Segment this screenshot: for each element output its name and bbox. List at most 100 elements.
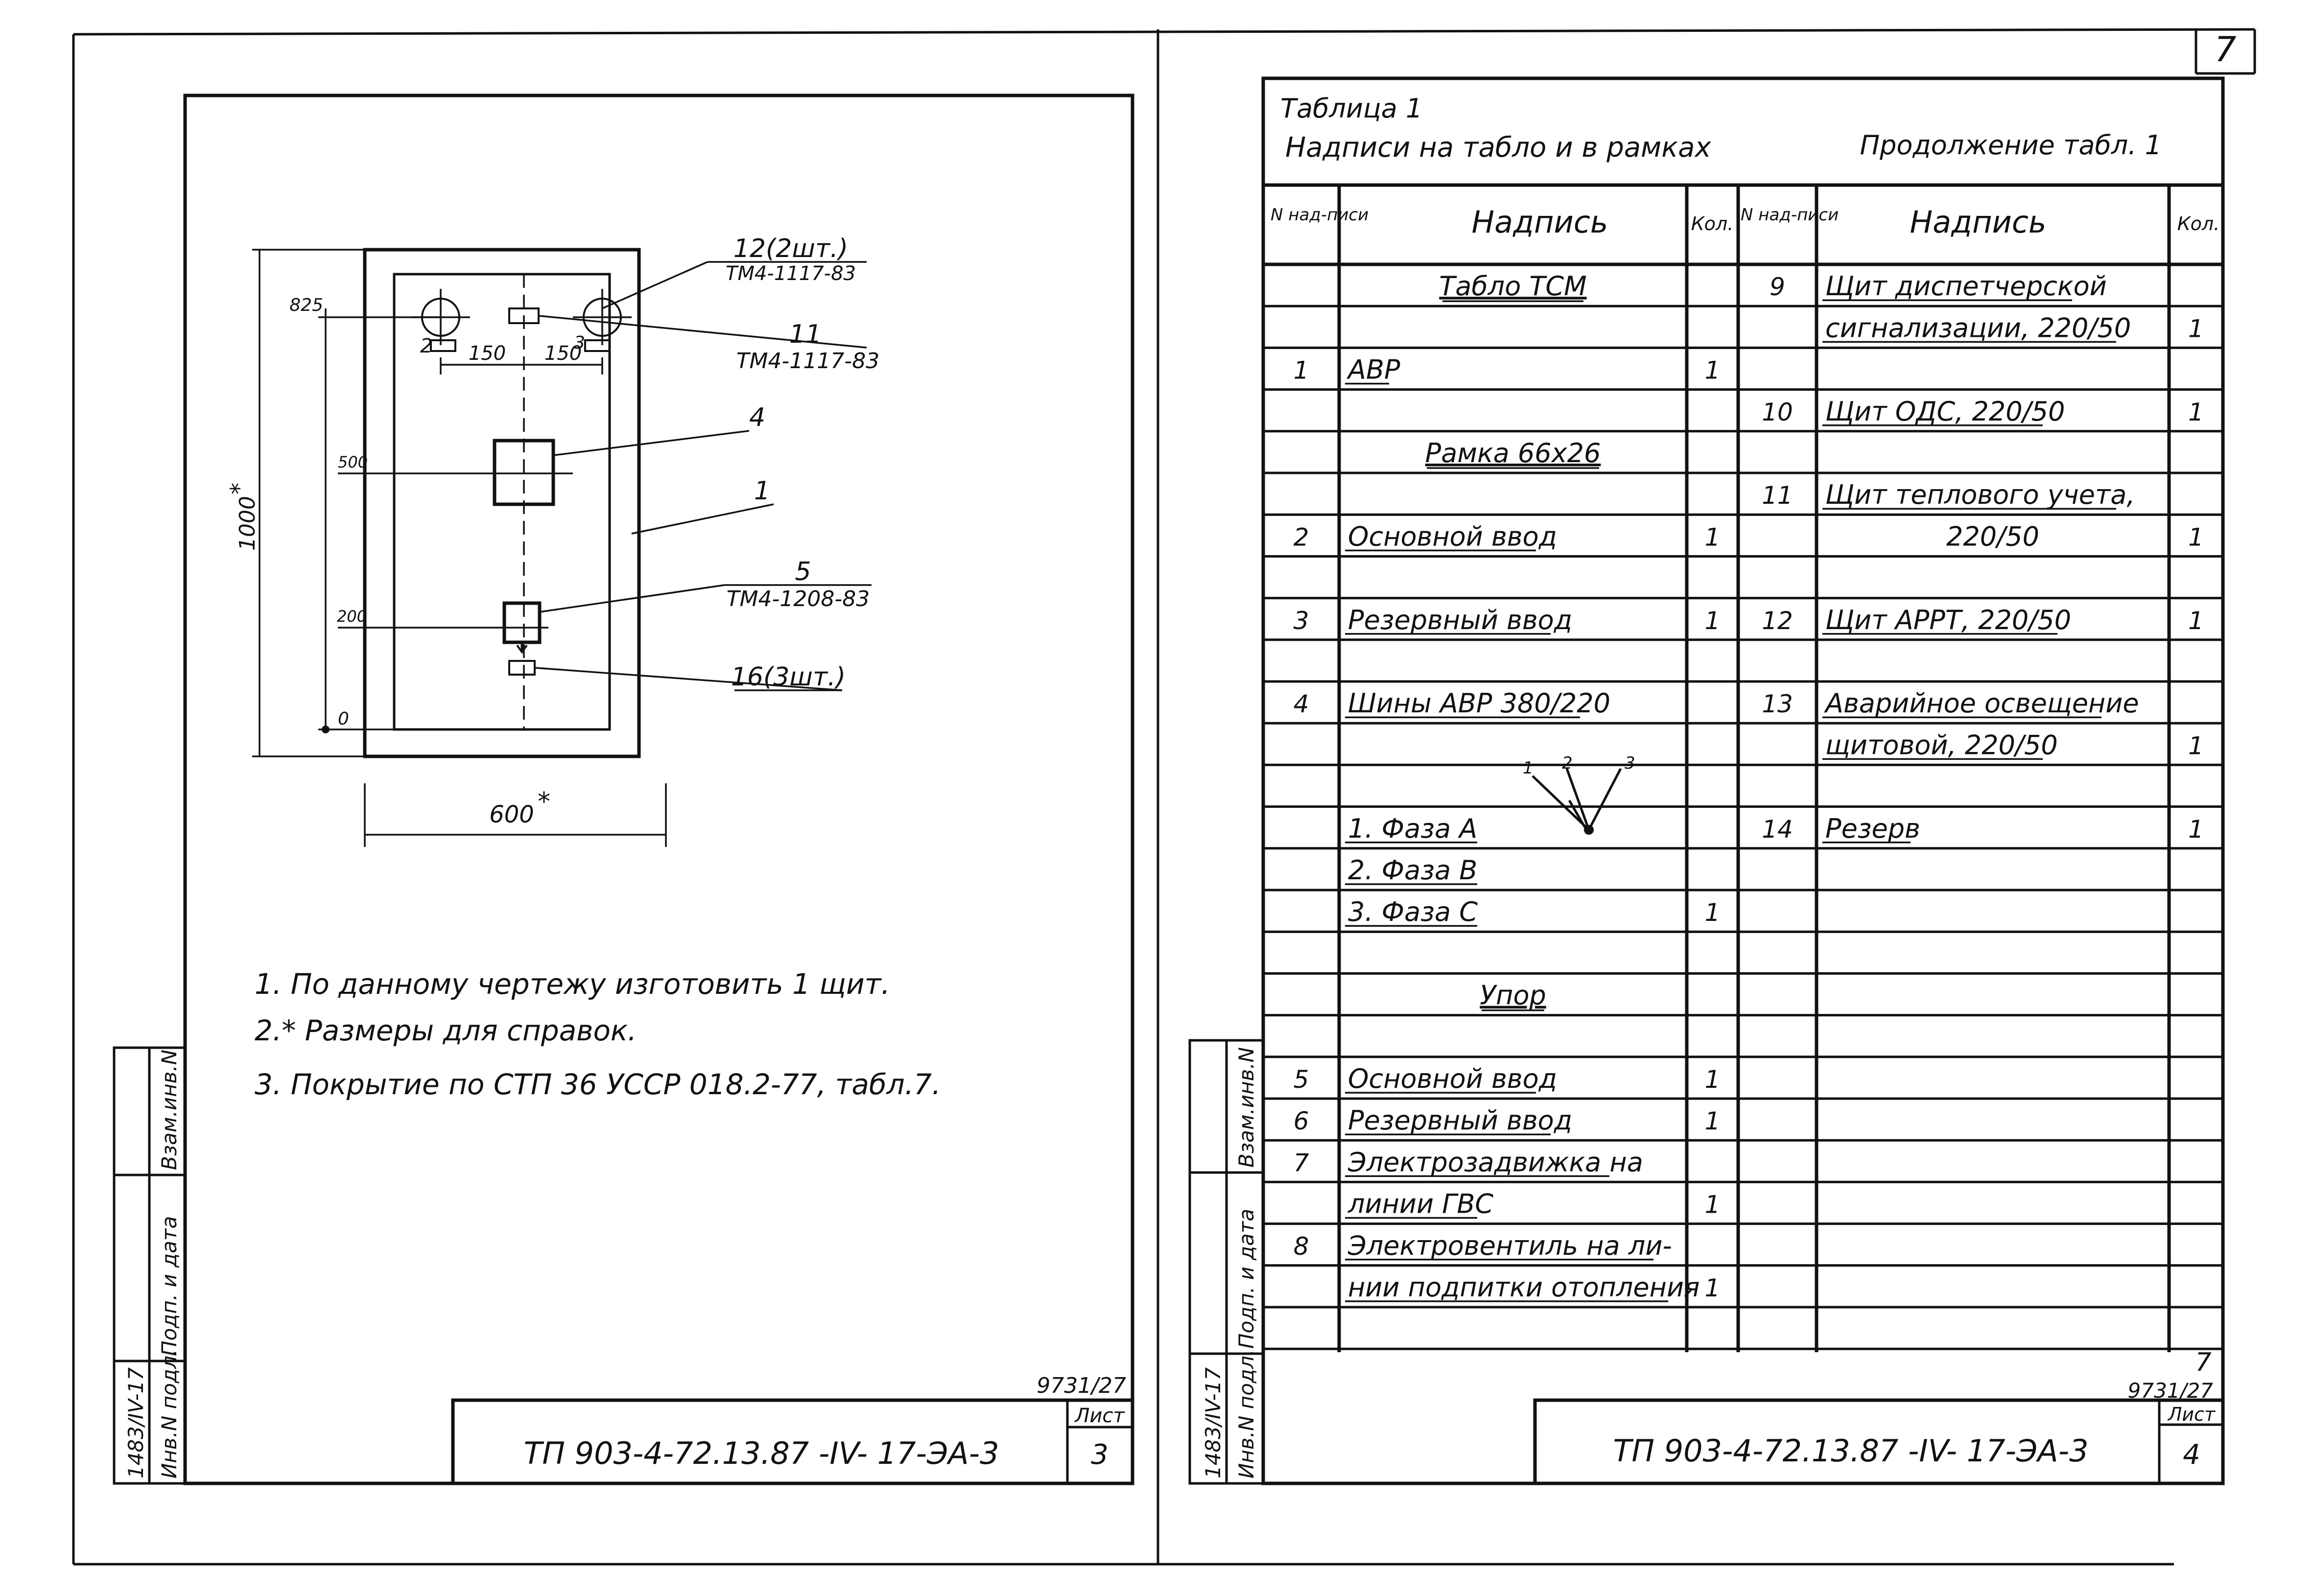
- right-page-small: 7: [2195, 1348, 2211, 1377]
- row-inscription: 220/50: [1946, 521, 2039, 552]
- right-stamp-inv: Инв.N подл.: [1234, 1349, 1258, 1479]
- row-inscription: Основной ввод: [1348, 1063, 1557, 1094]
- header-text-right: Надпись: [1910, 204, 2047, 240]
- panel-drawing: 2 3 150 150: [226, 234, 879, 847]
- dim-height-star: *: [226, 483, 253, 494]
- row-inscription: Аварийное освещение: [1824, 688, 2139, 719]
- row-quantity: 1: [1705, 1274, 1721, 1302]
- row-inscription: АВР: [1346, 354, 1400, 385]
- row-inscription: 3. Фаза С: [1348, 896, 1478, 927]
- dim-500: 500: [338, 453, 368, 471]
- row-number: 14: [1762, 815, 1793, 844]
- phase-mark-2: 2: [1562, 753, 1573, 773]
- row-inscription: 1. Фаза А: [1348, 813, 1477, 844]
- phase-mark-1: 1: [1523, 758, 1534, 778]
- row-inscription: Резервный ввод: [1348, 1105, 1572, 1136]
- callout-5-code: ТМ4-1208-83: [727, 587, 870, 611]
- row-quantity: 1: [1705, 356, 1721, 385]
- row-number: 11: [1762, 481, 1793, 510]
- callout-12-code: ТМ4-1117-83: [726, 262, 856, 285]
- row-inscription: Резервный ввод: [1348, 605, 1572, 635]
- inscriptions-table: [1263, 183, 2223, 1352]
- callout-12-label: 12(2шт.): [733, 234, 848, 263]
- row-quantity: 1: [2188, 607, 2204, 635]
- row-number: 3: [1294, 607, 1309, 635]
- span-left-label: 150: [469, 342, 506, 365]
- row-number: 8: [1294, 1232, 1309, 1261]
- row-quantity: 1: [1705, 1107, 1721, 1135]
- left-stamp-inv: Инв.N подл.: [157, 1349, 181, 1479]
- dim-200: 200: [337, 607, 367, 626]
- header-num-right: N над-писи: [1741, 205, 1839, 225]
- note-2: 2.* Размеры для справок.: [255, 1014, 637, 1047]
- left-stamp-inv-value: 1483/IV-17: [124, 1367, 148, 1479]
- row-number: 1: [1294, 356, 1309, 385]
- callout-4-label: 4: [749, 403, 765, 432]
- row-number: 2: [1294, 523, 1309, 551]
- row-inscription: линии ГВС: [1347, 1189, 1493, 1220]
- row-quantity: 1: [1705, 523, 1721, 551]
- notes: 1. По данному чертежу изготовить 1 щит. …: [255, 967, 941, 1101]
- left-stamp-sign: Подп. и дата: [157, 1216, 181, 1356]
- callout-5-label: 5: [795, 557, 811, 587]
- row-inscription: нии подпитки отопления: [1348, 1272, 1700, 1303]
- callout-16-label: 16(3шт.): [731, 662, 846, 692]
- row-quantity: 1: [1705, 1065, 1721, 1094]
- left-sheet-number: 3: [1091, 1439, 1109, 1471]
- note-3: 3. Покрытие по СТП 36 УССР 018.2-77, таб…: [255, 1068, 941, 1101]
- row-inscription: Электрозадвижка на: [1347, 1147, 1643, 1177]
- row-inscription: Основной ввод: [1348, 521, 1557, 552]
- row-inscription: Электровентиль на ли-: [1347, 1230, 1672, 1261]
- right-sheet-number: 4: [2183, 1439, 2200, 1471]
- right-sheet-label: Лист: [2167, 1404, 2216, 1425]
- left-sheet-label: Лист: [1074, 1405, 1125, 1427]
- span-right-label: 150: [544, 342, 582, 365]
- row-number: 5: [1294, 1065, 1309, 1094]
- row-number: 4: [1294, 690, 1309, 718]
- row-quantity: 1: [2188, 314, 2204, 343]
- table-continuation: Продолжение табл. 1: [1860, 130, 2162, 161]
- dim-0: 0: [338, 709, 349, 729]
- row-quantity: 1: [2188, 398, 2204, 426]
- row-number: 12: [1762, 607, 1793, 635]
- dim-height: 1000: [235, 496, 260, 551]
- dim-width-star: *: [538, 787, 550, 817]
- row-quantity: 1: [1705, 1191, 1721, 1219]
- left-code-small: 9731/27: [1037, 1373, 1126, 1398]
- right-stamp-replace: Взам.инв.N: [1234, 1047, 1258, 1168]
- callout-11-code: ТМ4-1117-83: [736, 349, 880, 374]
- phase-diagram: 1 2 3: [1523, 753, 1635, 835]
- row-inscription: Щит диспетчерской: [1825, 271, 2107, 302]
- note-1: 1. По данному чертежу изготовить 1 щит.: [255, 967, 890, 1001]
- outer-frame: [72, 28, 2256, 1566]
- callout-1-label: 1: [754, 476, 770, 506]
- row-inscription: 2. Фаза В: [1348, 855, 1477, 886]
- right-stamp-inv-value: 1483/IV-17: [1201, 1367, 1225, 1479]
- row-inscription: Шины АВР 380/220: [1348, 688, 1610, 719]
- item-3-label: 3: [574, 333, 585, 353]
- row-quantity: 1: [2188, 815, 2204, 844]
- right-sheet: Взам.инв.N Подп. и дата Инв.N подл. 1483…: [1188, 76, 2225, 1485]
- row-inscription: Щит теплового учета,: [1825, 479, 2135, 510]
- left-sheet: Взам.инв.N Подп. и дата Инв.N подл. 1483…: [113, 94, 1134, 1485]
- header-qty-right: Кол.: [2177, 213, 2220, 235]
- row-number: 13: [1762, 690, 1793, 718]
- row-inscription: Рамка 66х26: [1425, 438, 1601, 469]
- row-inscription: Щит ОДС, 220/50: [1825, 396, 2065, 427]
- left-stamp-replace: Взам.инв.N: [157, 1050, 181, 1170]
- row-number: 9: [1770, 273, 1785, 301]
- right-title-code: ТП 903-4-72.13.87 -IV- 17-ЭА-3: [1613, 1433, 2088, 1469]
- row-quantity: 1: [1705, 898, 1721, 927]
- table-title: Таблица 1: [1280, 93, 1422, 124]
- row-inscription: Резерв: [1825, 813, 1920, 844]
- header-qty-left: Кол.: [1691, 213, 1734, 235]
- dim-width: 600: [489, 801, 534, 828]
- row-inscription: Упор: [1480, 980, 1546, 1011]
- row-inscription: Щит АРРТ, 220/50: [1825, 605, 2071, 635]
- left-title-code: ТП 903-4-72.13.87 -IV- 17-ЭА-3: [523, 1435, 999, 1471]
- row-number: 6: [1294, 1107, 1309, 1135]
- table-subtitle: Надписи на табло и в рамках: [1285, 132, 1711, 164]
- item-2-label: 2: [420, 335, 432, 357]
